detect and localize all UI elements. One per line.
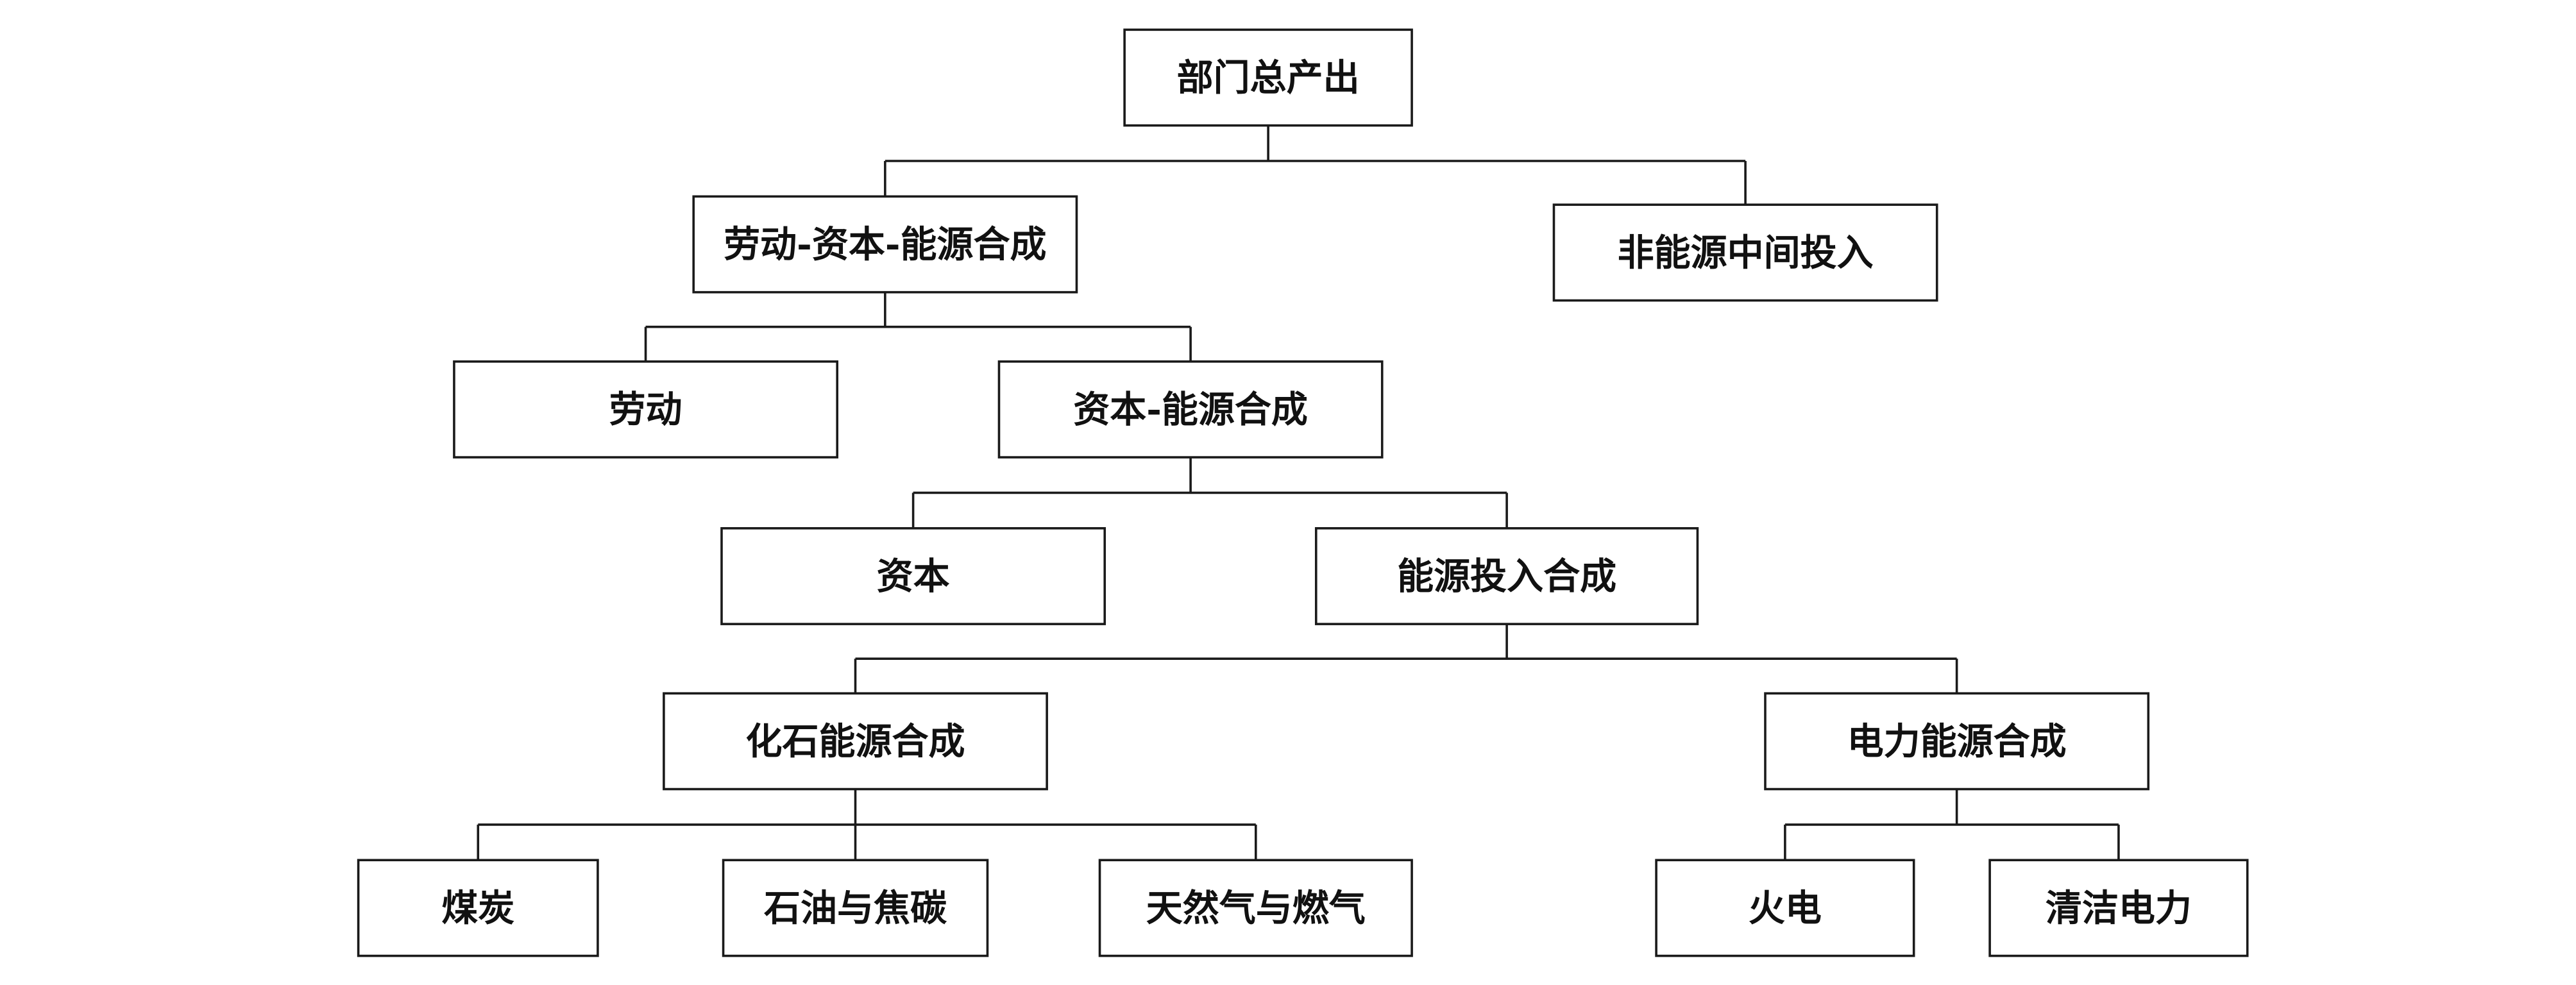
node-label: 火电	[1749, 886, 1822, 929]
node-label: 非能源中间投入	[1618, 231, 1874, 274]
node-label: 天然气与燃气	[1146, 886, 1366, 929]
node-electric: 电力能源合成	[1764, 692, 2150, 791]
node-label: 资本	[877, 555, 950, 598]
node-label: 化石能源合成	[746, 720, 965, 762]
node-thermal: 火电	[1655, 859, 1915, 957]
node-box	[1314, 526, 1699, 625]
node-box	[722, 859, 989, 957]
node-label: 劳动-资本-能源合成	[724, 223, 1046, 266]
node-label: 石油与焦碳	[764, 886, 947, 929]
node-capital: 资本	[720, 526, 1106, 625]
node-box	[1552, 203, 1938, 302]
node-label: 电力能源合成	[1847, 720, 2067, 762]
node-clean: 清洁电力	[1988, 859, 2249, 957]
node-box	[1098, 859, 1413, 957]
node-fossil: 化石能源合成	[663, 692, 1048, 791]
node-box	[1123, 28, 1413, 127]
connectors	[477, 125, 2120, 861]
node-box	[1764, 692, 2150, 791]
node-box	[1988, 859, 2249, 957]
node-energy: 能源投入合成	[1314, 526, 1699, 625]
node-labor: 劳动	[453, 360, 839, 459]
node-total-output: 部门总产出	[1123, 28, 1413, 127]
node-ke: 资本-能源合成	[997, 360, 1384, 459]
node-box	[663, 692, 1048, 791]
node-non-energy: 非能源中间投入	[1552, 203, 1938, 302]
node-coal: 煤炭	[357, 859, 599, 957]
node-gas: 天然气与燃气	[1098, 859, 1413, 957]
node-label: 部门总产出	[1177, 56, 1360, 99]
node-box	[692, 195, 1078, 294]
node-box	[357, 859, 599, 957]
node-label: 清洁电力	[2046, 886, 2192, 929]
node-label: 能源投入合成	[1397, 555, 1616, 598]
node-label: 资本-能源合成	[1073, 388, 1308, 431]
node-box	[453, 360, 839, 459]
node-lke: 劳动-资本-能源合成	[692, 195, 1078, 294]
node-box	[720, 526, 1106, 625]
node-box	[1655, 859, 1915, 957]
node-label: 劳动	[609, 388, 682, 431]
node-box	[997, 360, 1384, 459]
node-label: 煤炭	[441, 886, 514, 929]
node-oil: 石油与焦碳	[722, 859, 989, 957]
